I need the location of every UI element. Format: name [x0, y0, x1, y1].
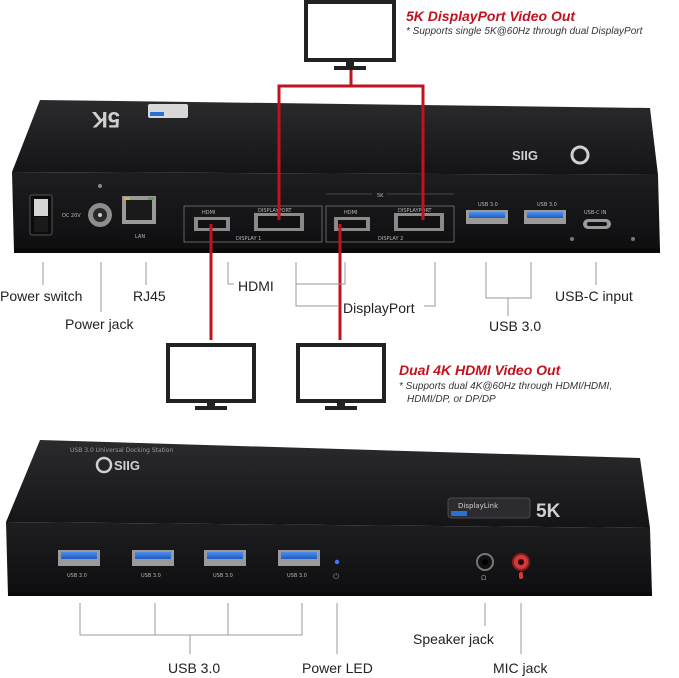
five-k-logo: 5K [92, 107, 120, 132]
usb3-label-front-3: USB 3.0 [213, 573, 233, 579]
power-switch[interactable] [29, 194, 53, 236]
usb3-front-label: USB 3.0 [168, 660, 221, 676]
rj45-label: RJ45 [133, 288, 166, 304]
usb3-label-front-2: USB 3.0 [141, 573, 161, 579]
power-jack-label: Power jack [65, 316, 134, 332]
rear-label-leaders [42, 262, 597, 316]
power-switch-label: Power switch [0, 288, 83, 304]
brand-logo: SIIG [512, 145, 590, 165]
headphone-icon: Ω [481, 574, 487, 582]
dp-label-2: DISPLAYPORT [398, 208, 433, 214]
displayport-callout-note: * Supports single 5K@60Hz through dual D… [406, 26, 643, 37]
usb3-rear-label: USB 3.0 [489, 318, 542, 334]
product-name: USB 3.0 Universal Docking Station [70, 447, 173, 454]
hdmi-label: HDMI [238, 278, 274, 294]
five-k-text: 5K [92, 107, 120, 132]
hdmi-label-1: HDMI [202, 210, 215, 216]
displaylink-badge-front: DisplayLink 5K [447, 497, 561, 522]
hdmi-callout-title: Dual 4K HDMI Video Out [399, 362, 561, 378]
usbc-label-text: USB-C input [555, 288, 633, 304]
usb3-port-front-2[interactable] [132, 550, 174, 566]
usbc-label: USB-C IN [584, 210, 607, 216]
usb3-label-front-4: USB 3.0 [287, 573, 307, 579]
five-k-front-text: 5K [536, 501, 561, 522]
brand-logo-front: SIIG [95, 456, 140, 474]
power-jack[interactable] [88, 203, 112, 227]
dock-rear [12, 100, 660, 253]
power-led [334, 559, 340, 565]
hdmi-callout-note-2: HDMI/DP, or DP/DP [407, 394, 496, 405]
displayport-callout-title: 5K DisplayPort Video Out [406, 8, 576, 24]
displaylink-text: DisplayLink [458, 502, 499, 510]
monitor-icon-hdmi-2 [296, 343, 386, 410]
mic-jack[interactable] [512, 553, 530, 571]
usb3-port-front-1[interactable] [58, 550, 100, 566]
displayport-label: DisplayPort [343, 300, 415, 316]
hdmi-label-2: HDMI [344, 210, 357, 216]
usb3-label-rear-1: USB 3.0 [478, 202, 498, 208]
brand-text: SIIG [512, 148, 538, 163]
hdmi-connector [209, 224, 342, 340]
lan-label: LAN [135, 234, 145, 240]
displayport-connector [277, 70, 425, 220]
hdmi-callout-note-1: * Supports dual 4K@60Hz through HDMI/HDM… [399, 381, 613, 392]
mic-icon [519, 572, 523, 579]
front-label-leaders [79, 603, 522, 654]
monitor-icon [304, 0, 396, 70]
monitor-icon-hdmi-1 [166, 343, 256, 410]
usb3-port-front-3[interactable] [204, 550, 246, 566]
dp-label-1: DISPLAYPORT [258, 208, 293, 214]
usb3-port-front-4[interactable] [278, 550, 320, 566]
display2-frame [325, 205, 455, 243]
dc-label: DC 20V [62, 213, 81, 219]
mic-jack-label: MIC jack [493, 660, 548, 676]
speaker-jack[interactable] [476, 553, 494, 571]
display2-label: DISPLAY 2 [378, 236, 403, 242]
speaker-jack-label: Speaker jack [413, 631, 494, 647]
power-led-label: Power LED [302, 660, 373, 676]
display1-frame [183, 205, 323, 243]
usb3-label-rear-2: USB 3.0 [537, 202, 557, 208]
brand-text-front: SIIG [114, 458, 140, 473]
usb3-label-front-1: USB 3.0 [67, 573, 87, 579]
power-icon: ⏻ [333, 572, 340, 581]
display1-label: DISPLAY 1 [236, 236, 261, 242]
rj45-port[interactable] [122, 196, 156, 224]
five-k-port-label: 5K [377, 193, 384, 199]
